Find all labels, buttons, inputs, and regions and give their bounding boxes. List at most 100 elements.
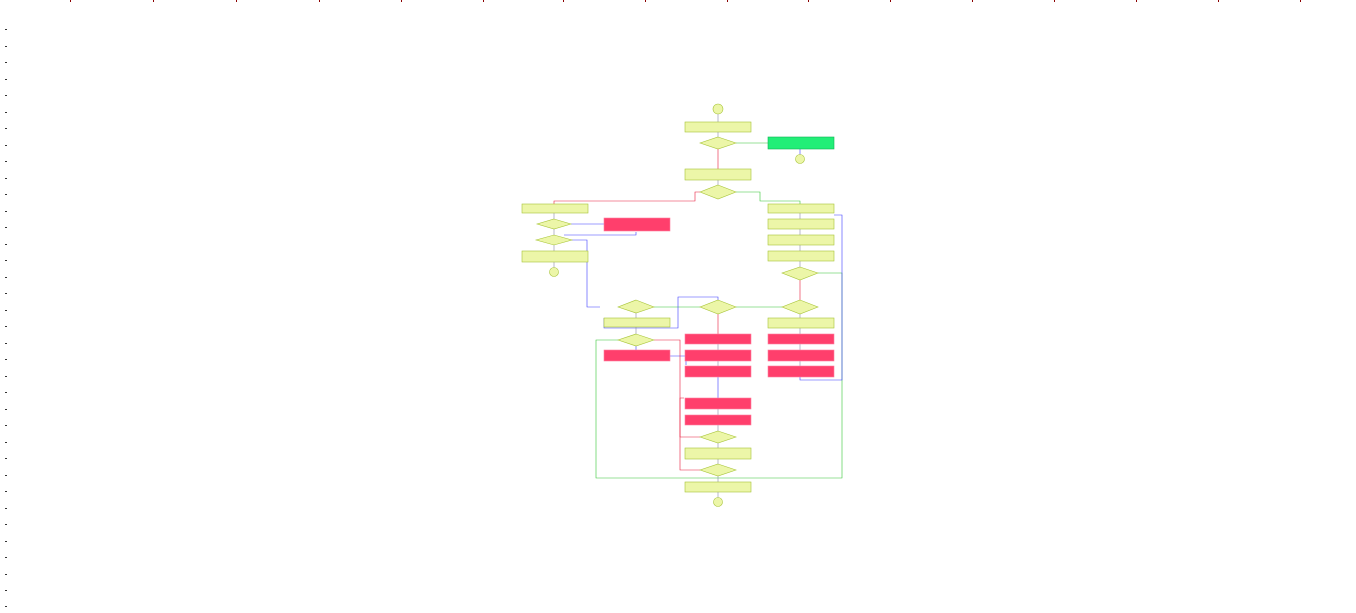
ruler-tick [483, 0, 484, 2]
ruler-tick [5, 541, 7, 542]
end-node[interactable] [713, 497, 723, 507]
decision-node[interactable] [699, 136, 737, 150]
ruler-tick [5, 343, 7, 344]
decision-node[interactable] [781, 299, 819, 315]
ruler-tick [319, 0, 320, 2]
process-node[interactable] [684, 447, 752, 460]
edge[interactable] [553, 191, 700, 204]
process-node[interactable] [521, 203, 589, 214]
terminal-highlight-node[interactable] [767, 136, 835, 150]
edge[interactable] [570, 239, 600, 308]
process-node[interactable] [684, 481, 752, 493]
ruler-tick [5, 244, 7, 245]
process-node[interactable] [767, 250, 835, 262]
left-ruler [5, 29, 7, 607]
ruler-tick [5, 161, 7, 162]
ruler-tick [808, 0, 809, 2]
decision-node[interactable] [699, 299, 737, 315]
ruler-tick [236, 0, 237, 2]
ruler-tick [5, 227, 7, 228]
ruler-tick [5, 310, 7, 311]
ruler-tick [5, 178, 7, 179]
ruler-tick [5, 326, 7, 327]
end-node[interactable] [549, 267, 559, 277]
ruler-tick [1136, 0, 1137, 2]
process-node[interactable] [767, 218, 835, 230]
ruler-tick [5, 211, 7, 212]
ruler-tick [972, 0, 973, 2]
decision-node[interactable] [617, 299, 655, 314]
ruler-tick [1300, 0, 1301, 2]
process-node[interactable] [684, 168, 752, 181]
decision-node[interactable] [534, 234, 574, 246]
ruler-tick [5, 392, 7, 393]
start-node[interactable] [712, 103, 724, 115]
ruler-tick [5, 112, 7, 113]
decision-node[interactable] [781, 266, 819, 281]
ruler-tick [153, 0, 154, 2]
process-node[interactable] [603, 317, 671, 328]
highlight-process-node[interactable] [684, 349, 752, 362]
ruler-tick [5, 606, 7, 607]
edge[interactable] [564, 232, 637, 236]
process-node[interactable] [684, 121, 752, 133]
ruler-tick [70, 0, 71, 2]
ruler-tick [727, 0, 728, 2]
decision-node[interactable] [699, 430, 737, 444]
ruler-tick [5, 145, 7, 146]
ruler-tick [5, 442, 7, 443]
highlight-process-node[interactable] [603, 349, 671, 362]
ruler-tick [5, 376, 7, 377]
ruler-tick [5, 458, 7, 459]
ruler-tick [5, 293, 7, 294]
ruler-tick [5, 46, 7, 47]
ruler-tick [5, 194, 7, 195]
ruler-tick [5, 425, 7, 426]
highlight-process-node[interactable] [767, 333, 835, 345]
ruler-tick [5, 260, 7, 261]
ruler-tick [1054, 0, 1055, 2]
end-node[interactable] [795, 154, 805, 164]
nodes [521, 103, 835, 507]
ruler-tick [5, 524, 7, 525]
highlight-process-node[interactable] [603, 217, 671, 232]
ruler-tick [5, 128, 7, 129]
edge[interactable] [670, 355, 687, 365]
highlight-process-node[interactable] [684, 365, 752, 378]
ruler-tick [890, 0, 891, 2]
process-node[interactable] [767, 203, 835, 214]
decision-node[interactable] [535, 218, 573, 230]
process-node[interactable] [767, 234, 835, 246]
ruler-tick [5, 475, 7, 476]
ruler-tick [5, 409, 7, 410]
ruler-tick [563, 0, 564, 2]
highlight-process-node[interactable] [684, 397, 752, 410]
ruler-tick [5, 29, 7, 30]
ruler-tick [645, 0, 646, 2]
ruler-tick [5, 277, 7, 278]
ruler-tick [5, 590, 7, 591]
edge[interactable] [595, 272, 843, 479]
ruler-tick [5, 491, 7, 492]
top-ruler [70, 0, 1301, 2]
highlight-process-node[interactable] [767, 349, 835, 362]
highlight-process-node[interactable] [767, 365, 835, 378]
ruler-tick [401, 0, 402, 2]
decision-node[interactable] [699, 463, 737, 477]
ruler-tick [5, 574, 7, 575]
ruler-tick [5, 95, 7, 96]
process-node[interactable] [767, 317, 835, 329]
edge[interactable] [799, 214, 843, 381]
highlight-process-node[interactable] [684, 333, 752, 345]
ruler-tick [5, 508, 7, 509]
edge[interactable] [736, 191, 801, 204]
edge[interactable] [679, 397, 700, 438]
ruler-tick [5, 79, 7, 80]
decision-node[interactable] [617, 333, 655, 347]
ruler-tick [5, 557, 7, 558]
process-node[interactable] [521, 250, 589, 263]
decision-node[interactable] [699, 184, 737, 200]
highlight-process-node[interactable] [684, 414, 752, 426]
ruler-tick [5, 359, 7, 360]
